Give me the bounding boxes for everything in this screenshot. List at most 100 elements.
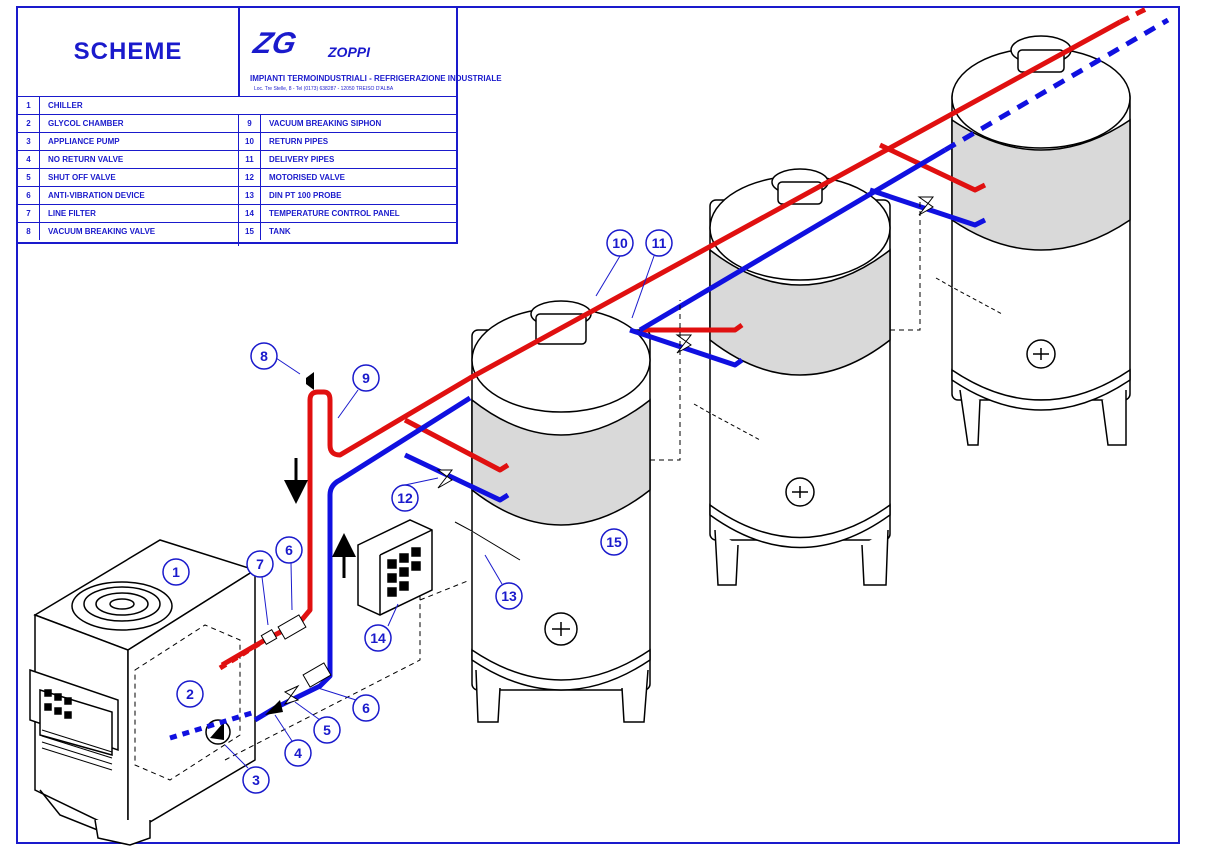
vacuum-breaking-valve-icon	[306, 372, 314, 390]
legend-label: TANK	[269, 227, 291, 236]
brand-address: Loc. Tre Stelle, 8 - Tel (0173) 638287 -…	[254, 86, 394, 92]
legend-num: 15	[239, 223, 261, 240]
return-pipe-dashed	[1118, 5, 1150, 25]
callouts	[162, 229, 673, 794]
legend-label: SHUT OFF VALVE	[48, 173, 116, 182]
legend-label: NO RETURN VALVE	[48, 155, 124, 164]
callout-label: 5	[323, 722, 331, 738]
no-return-valve-icon	[265, 700, 283, 715]
legend-label: VACUUM BREAKING VALVE	[48, 227, 156, 236]
legend-label: DIN PT 100 PROBE	[269, 191, 342, 200]
legend-num: 6	[18, 187, 40, 204]
callout-14	[364, 624, 392, 652]
callout-2	[176, 680, 204, 708]
legend-num: 8	[18, 223, 40, 240]
callout-8	[250, 342, 278, 370]
drawing-frame	[16, 6, 1180, 844]
legend-num: 7	[18, 205, 40, 222]
legend-row: 6 ANTI-VIBRATION DEVICE	[18, 186, 238, 204]
callout-6b	[352, 694, 380, 722]
tank-2	[709, 168, 891, 586]
brand-name: ZOPPI	[328, 44, 371, 60]
tank-3	[951, 35, 1131, 446]
legend-num: 9	[239, 115, 261, 132]
brand-subtitle: IMPIANTI TERMOINDUSTRIALI - REFRIGERAZIO…	[250, 74, 502, 83]
shut-off-valve-icon	[283, 684, 300, 705]
return-pipe-chiller-dashed	[218, 639, 264, 671]
legend-table: SCHEME ZG ZOPPI IMPIANTI TERMOINDUSTRIAL…	[16, 6, 502, 246]
legend-label: TEMPERATURE CONTROL PANEL	[269, 209, 400, 218]
return-pipes	[220, 19, 1122, 668]
callout-label: 9	[362, 370, 370, 386]
callout-6a	[275, 536, 303, 564]
legend-label: LINE FILTER	[48, 209, 96, 218]
legend-row: 14 TEMPERATURE CONTROL PANEL	[239, 204, 456, 222]
legend-row: 5 SHUT OFF VALVE	[18, 168, 238, 186]
control-wiring	[224, 200, 921, 761]
legend-num: 11	[239, 151, 261, 168]
callout-4	[284, 739, 312, 767]
callout-label: 14	[370, 630, 386, 646]
legend-label: CHILLER	[48, 101, 83, 110]
callout-3	[242, 766, 270, 794]
legend-row: 8 VACUUM BREAKING VALVE	[18, 222, 238, 240]
legend-row: 9 VACUUM BREAKING SIPHON	[239, 114, 456, 132]
legend-num: 2	[18, 115, 40, 132]
delivery-pipe-chiller-dashed	[169, 709, 256, 741]
legend-row: 11 DELIVERY PIPES	[239, 150, 456, 168]
legend-num: 13	[239, 187, 261, 204]
callout-11	[645, 229, 673, 257]
legend-num: 14	[239, 205, 261, 222]
probe-icon	[454, 277, 1003, 561]
motorised-valve-icon	[436, 196, 935, 489]
callout-label: 4	[294, 745, 302, 761]
legend-row: 2 GLYCOL CHAMBER	[18, 114, 238, 132]
callout-13	[495, 582, 523, 610]
legend-row: 13 DIN PT 100 PROBE	[239, 186, 456, 204]
callout-label: 10	[612, 235, 628, 251]
callout-label: 7	[256, 556, 264, 572]
legend-num: 10	[239, 133, 261, 150]
scheme-title: SCHEME	[73, 38, 183, 65]
callout-label: 13	[501, 588, 517, 604]
callout-7	[246, 550, 274, 578]
callout-9	[352, 364, 380, 392]
callout-label: 3	[252, 772, 260, 788]
callout-labels: 1 2 3 4 5 6 6 7 8 9 10 11 12 13 14 15	[172, 235, 667, 788]
legend-column-divider	[238, 114, 239, 246]
chiller	[29, 539, 257, 846]
callout-label: 6	[362, 700, 370, 716]
callout-label: 15	[606, 534, 622, 550]
legend-row: 1 CHILLER	[18, 96, 456, 114]
delivery-pipes	[253, 147, 987, 723]
callout-5	[313, 716, 341, 744]
legend-label: APPLIANCE PUMP	[48, 137, 120, 146]
delivery-pipe-dashed	[943, 17, 1170, 153]
legend-num: 4	[18, 151, 40, 168]
callout-leaders	[224, 255, 655, 769]
legend-label: GLYCOL CHAMBER	[48, 119, 124, 128]
legend-row: 4 NO RETURN VALVE	[18, 150, 238, 168]
legend-num: 3	[18, 133, 40, 150]
callout-label: 1	[172, 564, 180, 580]
callout-label: 2	[186, 686, 194, 702]
callout-15	[600, 528, 628, 556]
callout-label: 12	[397, 490, 413, 506]
legend-num: 12	[239, 169, 261, 186]
legend-row: 15 TANK	[239, 222, 456, 240]
anti-vibration-device-return	[277, 614, 307, 640]
temperature-control-panel	[357, 519, 433, 616]
legend-label: MOTORISED VALVE	[269, 173, 346, 182]
legend-num: 1	[18, 97, 40, 114]
legend-label: RETURN PIPES	[269, 137, 329, 146]
anti-vibration-device-delivery	[302, 662, 332, 688]
legend-num: 5	[18, 169, 40, 186]
callout-label: 8	[260, 348, 268, 364]
legend-row: 10 RETURN PIPES	[239, 132, 456, 150]
legend-row: 7 LINE FILTER	[18, 204, 238, 222]
brand-logo: ZG	[250, 27, 300, 60]
legend-label: VACUUM BREAKING SIPHON	[269, 119, 382, 128]
line-filter-icon	[260, 628, 278, 646]
legend-label: ANTI-VIBRATION DEVICE	[48, 191, 145, 200]
